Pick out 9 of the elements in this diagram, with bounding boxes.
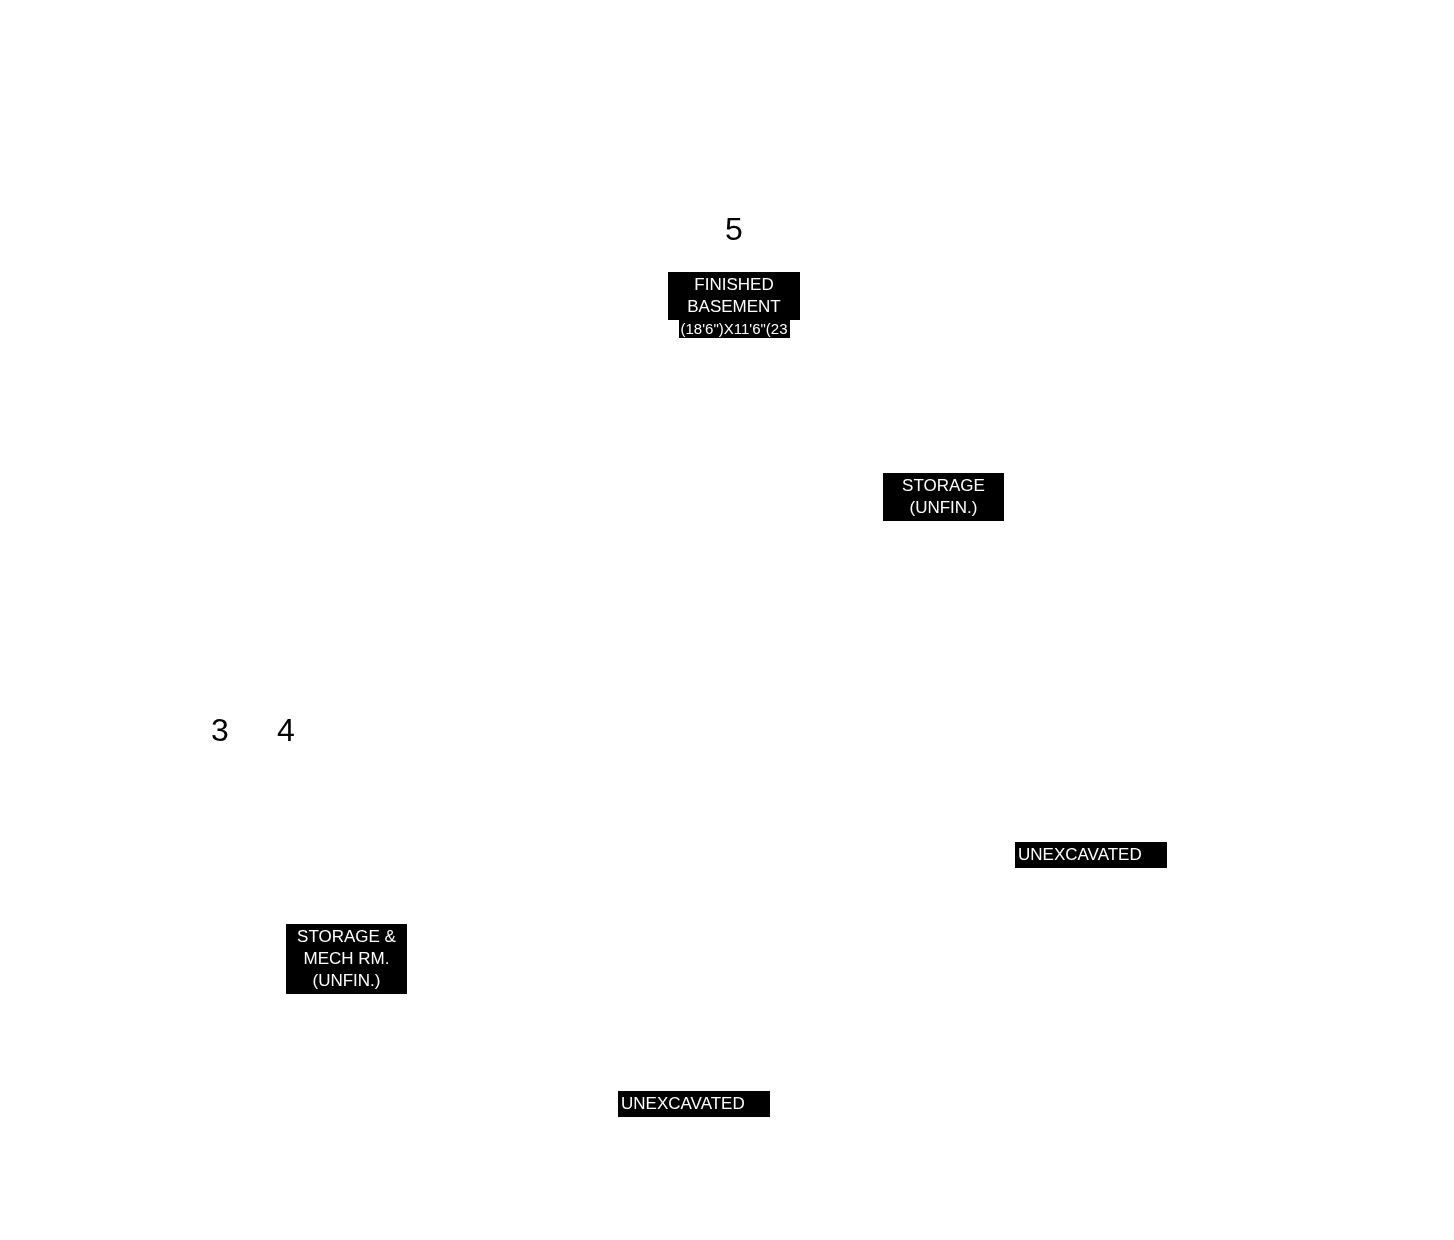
callout-number: 4	[277, 711, 295, 749]
room-label: FINISHED BASEMENT	[668, 272, 800, 320]
room-dimension: (18'6")X11'6"(23	[678, 320, 790, 338]
room-label: STORAGE & MECH RM. (UNFIN.)	[286, 924, 407, 994]
room-label: UNEXCAVATED	[618, 1091, 770, 1117]
room-label: UNEXCAVATED	[1015, 842, 1167, 868]
callout-number: 3	[211, 711, 229, 749]
room-label: STORAGE (UNFIN.)	[883, 473, 1004, 521]
callout-number: 5	[725, 210, 743, 248]
